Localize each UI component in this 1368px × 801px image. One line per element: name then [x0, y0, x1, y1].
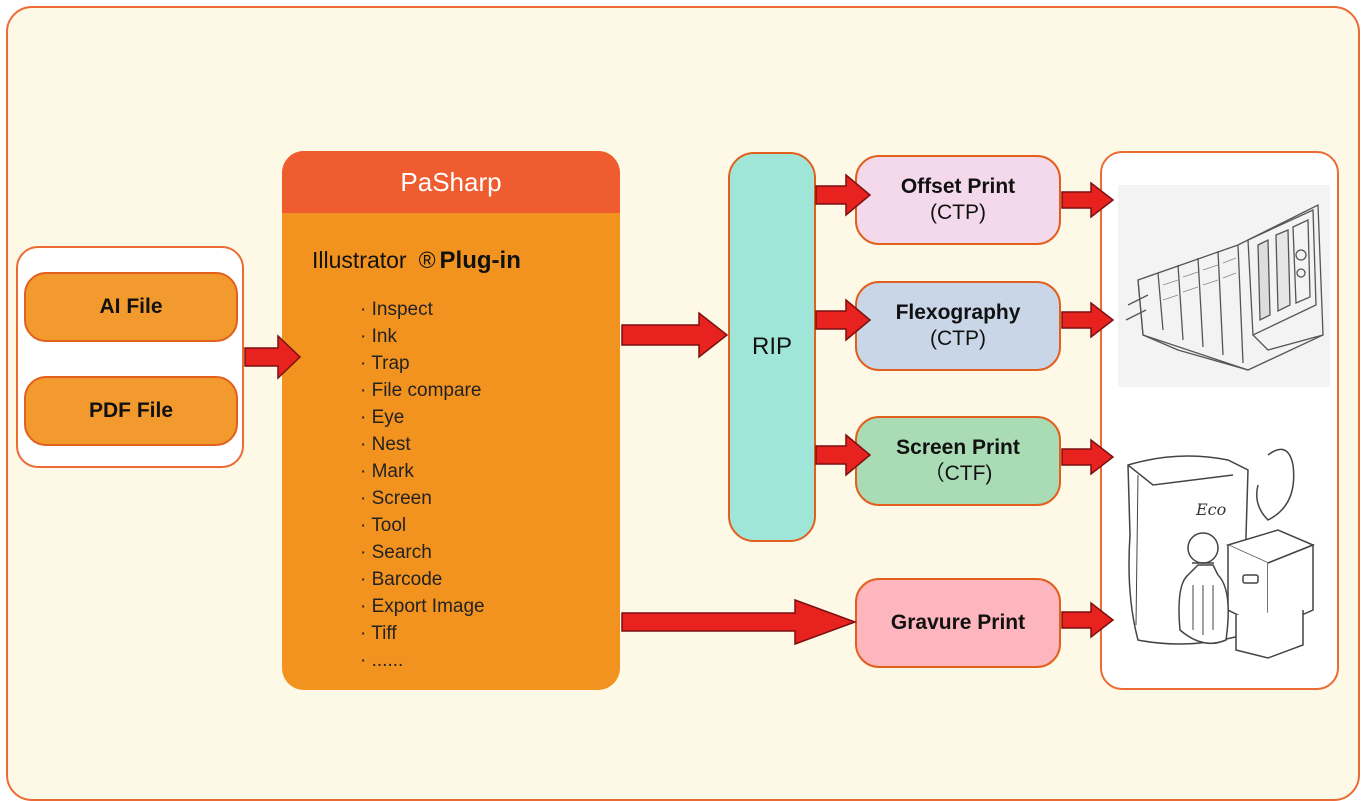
screen-to-output-arrow: [1061, 438, 1115, 476]
feature-item: · Ink: [360, 326, 397, 347]
pdf-file-box: PDF File: [24, 376, 238, 446]
pasharp-block: PaSharp Illustrator ®Plug-in · Inspect · …: [282, 151, 620, 690]
flexo-to-output-arrow: [1061, 301, 1115, 339]
plugin-prefix: Illustrator: [312, 247, 407, 273]
rip-block: RIP: [728, 152, 816, 542]
feature-item: · Mark: [360, 461, 414, 482]
gravure-print-box: Gravure Print: [855, 578, 1061, 668]
offset-to-output-arrow: [1061, 181, 1115, 219]
feature-item: · File compare: [360, 380, 482, 401]
feature-item: · Screen: [360, 488, 432, 509]
ai-file-box: AI File: [24, 272, 238, 342]
printing-press-illustration: [1118, 185, 1330, 387]
feature-item: · Search: [360, 542, 432, 563]
bag-text: Eco: [1195, 500, 1226, 519]
flexography-title: Flexography: [895, 301, 1021, 324]
feature-item: · Inspect: [360, 299, 433, 320]
feature-item: · ......: [360, 650, 404, 671]
feature-item: · Eye: [360, 407, 405, 428]
flexography-box: Flexography (CTP): [855, 281, 1061, 371]
input-to-pasharp-arrow: [244, 334, 302, 380]
feature-item: · Export Image: [360, 596, 485, 617]
packaging-products-illustration: Eco: [1127, 448, 1315, 659]
pasharp-title: PaSharp: [282, 151, 620, 213]
plugin-suffix: Plug-in: [439, 247, 521, 274]
plugin-heading: Illustrator ®Plug-in: [312, 247, 521, 275]
offset-print-box: Offset Print (CTP): [855, 155, 1061, 245]
feature-item: · Tiff: [360, 623, 397, 644]
offset-print-title: Offset Print: [900, 175, 1016, 198]
screen-print-title: Screen Print: [896, 436, 1020, 459]
feature-item: · Trap: [360, 353, 410, 374]
pasharp-to-rip-arrow: [621, 311, 729, 359]
screen-print-sub: （CTF): [923, 462, 993, 485]
feature-item: · Tool: [360, 515, 407, 536]
feature-item: · Nest: [360, 434, 411, 455]
offset-print-sub: (CTP): [930, 201, 986, 224]
rip-to-offset-arrow: [815, 173, 872, 217]
registered-mark: ®: [418, 247, 436, 273]
flexography-sub: (CTP): [930, 327, 986, 350]
gravure-print-title: Gravure Print: [890, 611, 1026, 634]
pasharp-to-gravure-arrow: [621, 598, 858, 646]
rip-to-screen-arrow: [815, 433, 872, 477]
feature-item: · Barcode: [360, 569, 443, 590]
gravure-to-output-arrow: [1061, 601, 1115, 639]
rip-to-flexo-arrow: [815, 298, 872, 342]
